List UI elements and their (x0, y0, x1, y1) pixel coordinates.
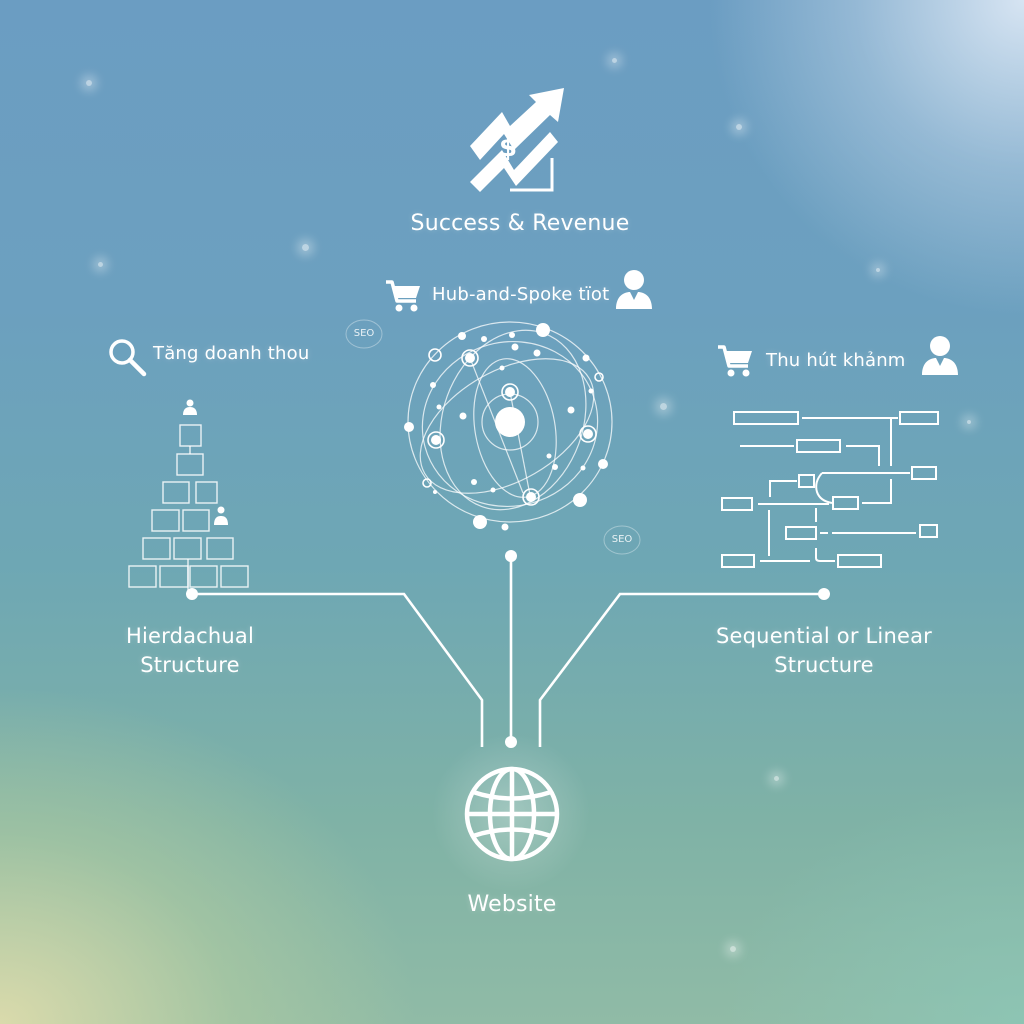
hub-spoke-network-diagram (404, 321, 613, 531)
sparkle (730, 946, 736, 952)
search-icon (109, 339, 147, 377)
sparkle (302, 244, 309, 251)
sparkle (660, 403, 667, 410)
user-icon (922, 336, 958, 375)
sequential-structure-label: Sequential or Linear Structure (694, 622, 954, 680)
seo-badge: SEO (344, 319, 384, 349)
seo-ring-icon (603, 525, 641, 555)
sparkle (967, 420, 971, 424)
hierarchical-structure-label: Hierdachual Structure (90, 622, 290, 680)
globe-icon (464, 766, 560, 862)
hierarchical-pyramid-diagram (128, 399, 249, 594)
shopping-cart-icon (386, 280, 420, 312)
sequential-flowchart-diagram (721, 411, 939, 568)
hierarchical-structure-line1: Hierdachual (125, 624, 255, 648)
increase-revenue-label: Tăng doanh thou (153, 343, 310, 364)
trend-up-dollar-icon: $ (470, 88, 564, 192)
sparkle (736, 124, 742, 130)
sparkle (876, 268, 880, 272)
svg-text:$: $ (499, 133, 517, 163)
seo-badge-text: SEO (611, 534, 633, 545)
hub-spoke-label: Hub-and-Spoke tı̈ot (432, 284, 610, 305)
sparkle (86, 80, 92, 86)
success-revenue-title: Success & Revenue (410, 211, 630, 236)
attract-customers-label: Thu hút khảnm (766, 350, 906, 371)
seo-ring-icon (345, 319, 383, 349)
user-icon (183, 399, 228, 525)
sparkle (774, 776, 779, 781)
sequential-structure-line2: Structure (774, 653, 874, 677)
user-icon (616, 270, 652, 309)
seo-badge: SEO (602, 525, 642, 555)
hierarchical-structure-line2: Structure (140, 653, 240, 677)
sparkle (612, 58, 617, 63)
seo-badge-text: SEO (353, 328, 375, 339)
sequential-structure-line1: Sequential or Linear (716, 624, 932, 648)
website-label: Website (467, 892, 557, 917)
shopping-cart-icon (718, 345, 752, 377)
sparkle (98, 262, 103, 267)
